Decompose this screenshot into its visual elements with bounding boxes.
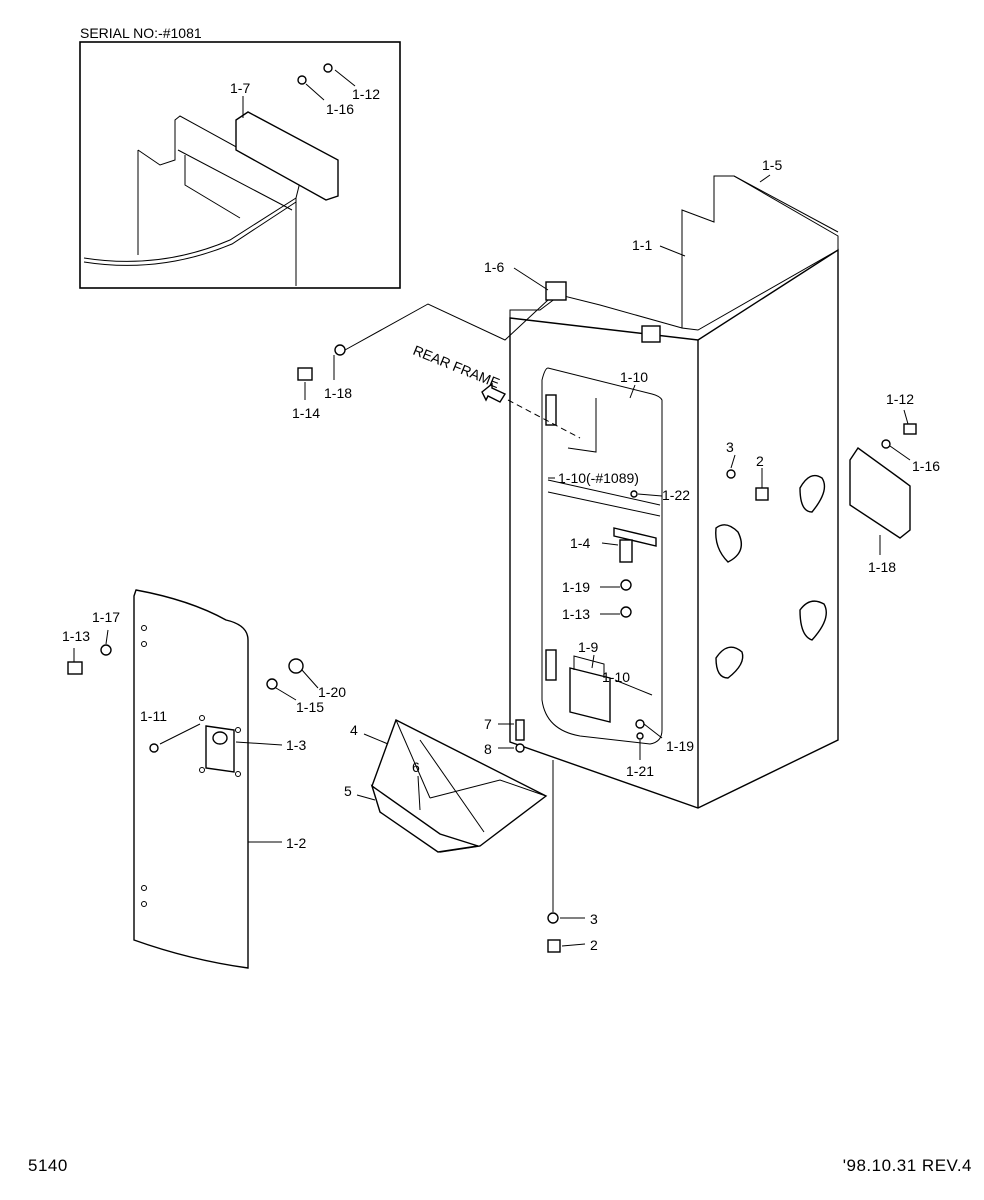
date-revision: '98.10.31 REV.4 xyxy=(842,1156,972,1175)
callout-1-16-inset: 1-16 xyxy=(326,101,354,117)
washer-8 xyxy=(515,743,525,753)
bolt-1-21 xyxy=(636,732,644,740)
callout-labels: 1-5 1-1 1-6 1-18 1-14 1-10 3 2 1-10(-#10… xyxy=(62,157,940,953)
callout-1-15: 1-15 xyxy=(296,699,324,715)
inset-detail: SERIAL NO:-#1081 1-7 1-12 1-16 xyxy=(79,25,401,289)
bolt-1-14 xyxy=(297,367,313,381)
callout-3-lower: 3 xyxy=(590,911,598,927)
service-opening xyxy=(541,367,663,745)
washer-1-18-left xyxy=(334,344,346,356)
washer-1-17 xyxy=(100,644,112,656)
callout-1-1: 1-1 xyxy=(632,237,652,253)
leader-lines xyxy=(73,174,911,947)
callout-1-9: 1-9 xyxy=(578,639,598,655)
washer-1-15 xyxy=(266,678,278,690)
callout-1-18-left: 1-18 xyxy=(324,385,352,401)
washer-1-19-upper xyxy=(620,579,632,591)
bracket-front xyxy=(641,325,661,343)
tray-assembly xyxy=(370,719,561,953)
side-cutout-4 xyxy=(715,646,744,679)
callout-1-3: 1-3 xyxy=(286,737,306,753)
inset-housing xyxy=(83,115,301,286)
bracket-1-9 xyxy=(569,667,611,723)
washer-3-upper xyxy=(726,469,736,479)
hinge-top xyxy=(545,394,557,426)
callout-7: 7 xyxy=(484,716,492,732)
bolt-1-11 xyxy=(149,743,159,753)
callout-6: 6 xyxy=(412,759,420,775)
callout-2-lower: 2 xyxy=(590,937,598,953)
washer-3-lower xyxy=(547,912,559,924)
callout-1-13-left: 1-13 xyxy=(62,628,90,644)
callout-1-12-right: 1-12 xyxy=(886,391,914,407)
callout-3-upper: 3 xyxy=(726,439,734,455)
main-housing xyxy=(509,175,839,809)
bolt-1-22 xyxy=(630,490,638,498)
callout-1-22: 1-22 xyxy=(662,487,690,503)
callout-1-10-top: 1-10 xyxy=(620,369,648,385)
hinge-bottom xyxy=(545,649,557,681)
callout-1-14: 1-14 xyxy=(292,405,320,421)
bolt-1-13-left xyxy=(67,661,83,675)
callout-1-20: 1-20 xyxy=(318,684,346,700)
callout-1-10-lower: 1-10 xyxy=(602,669,630,685)
callout-1-19-lower: 1-19 xyxy=(666,738,694,754)
callout-1-13-inner: 1-13 xyxy=(562,606,590,622)
callout-8: 8 xyxy=(484,741,492,757)
inset-cover-plate xyxy=(235,111,339,201)
bolt-2-upper xyxy=(755,487,769,501)
side-cutout-1 xyxy=(799,474,826,513)
callout-1-12-inset: 1-12 xyxy=(352,86,380,102)
side-cutout-3 xyxy=(799,600,827,641)
door-panel xyxy=(67,589,304,969)
bolt-1-13-inner xyxy=(620,606,632,618)
bolt-7 xyxy=(515,719,525,741)
callout-1-21: 1-21 xyxy=(626,763,654,779)
side-cutout-2 xyxy=(715,524,742,563)
callout-1-7: 1-7 xyxy=(230,80,250,96)
callout-1-5: 1-5 xyxy=(762,157,782,173)
inset-bolt xyxy=(323,63,333,73)
latch-pin xyxy=(619,539,633,563)
side-cover-plate xyxy=(849,423,917,539)
callout-1-11: 1-11 xyxy=(140,708,167,724)
callout-1-2: 1-2 xyxy=(286,835,306,851)
page-number: 5140 xyxy=(28,1156,68,1175)
callout-1-16-right: 1-16 xyxy=(912,458,940,474)
callout-5: 5 xyxy=(344,783,352,799)
callout-4: 4 xyxy=(350,722,358,738)
callout-1-17: 1-17 xyxy=(92,609,120,625)
callout-1-6: 1-6 xyxy=(484,259,504,275)
callout-1-10-1089: 1-10(-#1089) xyxy=(558,470,639,486)
rear-frame-text: REAR FRAME xyxy=(411,342,502,391)
nut-1-20 xyxy=(288,658,304,674)
inset-frame xyxy=(79,41,401,289)
callout-2-upper: 2 xyxy=(756,453,764,469)
callout-1-4: 1-4 xyxy=(570,535,590,551)
inset-washer xyxy=(297,75,307,85)
latch-bracket xyxy=(613,527,657,547)
bolt-2-lower xyxy=(547,939,561,953)
callout-1-19-upper: 1-19 xyxy=(562,579,590,595)
callout-1-18-right: 1-18 xyxy=(868,559,896,575)
washer-1-19-lower xyxy=(635,719,645,729)
bracket-top xyxy=(545,281,567,301)
inset-title: SERIAL NO:-#1081 xyxy=(80,25,202,41)
bolt-1-12-right xyxy=(903,423,917,435)
